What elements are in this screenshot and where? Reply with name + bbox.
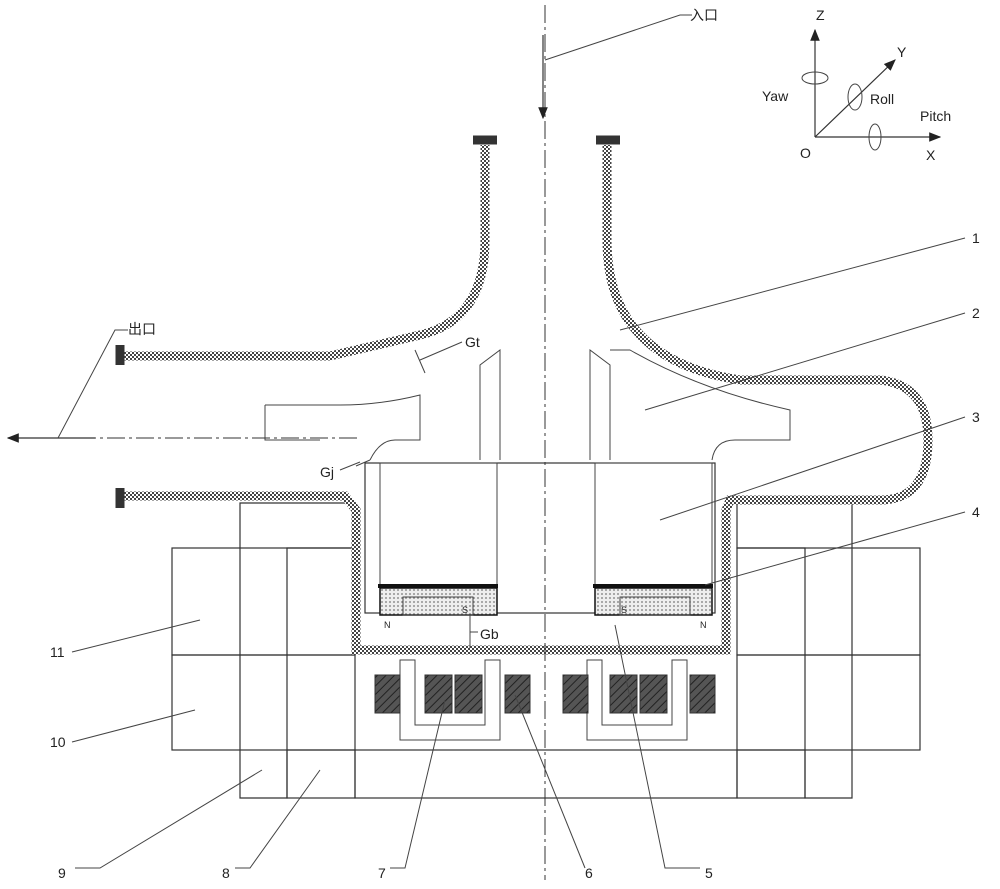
yaw-rotation-icon: [801, 71, 829, 85]
permanent-magnet-ring-11: [171, 547, 921, 656]
pole-n-left: N: [384, 620, 391, 630]
stator-cores-7: [399, 659, 688, 741]
part-label-2: 2: [972, 305, 980, 321]
coordinate-axes: [801, 28, 942, 151]
block-8: [286, 749, 806, 799]
impeller-2: [264, 349, 791, 461]
part-label-6: 6: [585, 865, 593, 881]
pole-n-right: N: [700, 620, 707, 630]
roll-rotation-icon: [847, 83, 863, 111]
part-label-1: 1: [972, 230, 980, 246]
pole-s-right: S: [621, 605, 627, 615]
pole-s-left: S: [462, 605, 468, 615]
back-iron-4: [378, 584, 713, 588]
part-label-4: 4: [972, 504, 980, 520]
part-label-11: 11: [50, 644, 65, 660]
roll-label: Roll: [870, 91, 894, 107]
axis-z-label: Z: [816, 7, 825, 23]
base-plate: [354, 749, 738, 799]
axis-y-label: Y: [897, 44, 907, 60]
outlet-label: 出口: [128, 321, 156, 337]
part-label-3: 3: [972, 409, 980, 425]
outlet-arrow: [6, 329, 128, 443]
axis-origin-label: O: [800, 145, 811, 161]
gap-gb-label: Gb: [480, 626, 499, 642]
yaw-label: Yaw: [762, 88, 789, 104]
stator-coils-6: [374, 674, 716, 714]
inlet-label: 入口: [690, 7, 718, 23]
pump-shell-1: [120, 145, 933, 655]
part-label-10: 10: [50, 734, 66, 750]
inlet-arrow: [538, 14, 692, 120]
magnets-5: [379, 587, 713, 616]
axis-x-label: X: [926, 147, 936, 163]
gt-marker: [414, 341, 463, 374]
gap-gt-label: Gt: [465, 334, 480, 350]
pitch-label: Pitch: [920, 108, 951, 124]
leader-lines: [71, 237, 966, 869]
pitch-rotation-icon: [868, 123, 882, 151]
gap-gj-label: Gj: [320, 464, 334, 480]
part-label-5: 5: [705, 865, 713, 881]
gb-marker: [469, 615, 478, 648]
part-label-8: 8: [222, 865, 230, 881]
gj-marker: [339, 459, 371, 471]
part-label-9: 9: [58, 865, 66, 881]
coil-ring-10: [171, 654, 921, 751]
part-label-7: 7: [378, 865, 386, 881]
